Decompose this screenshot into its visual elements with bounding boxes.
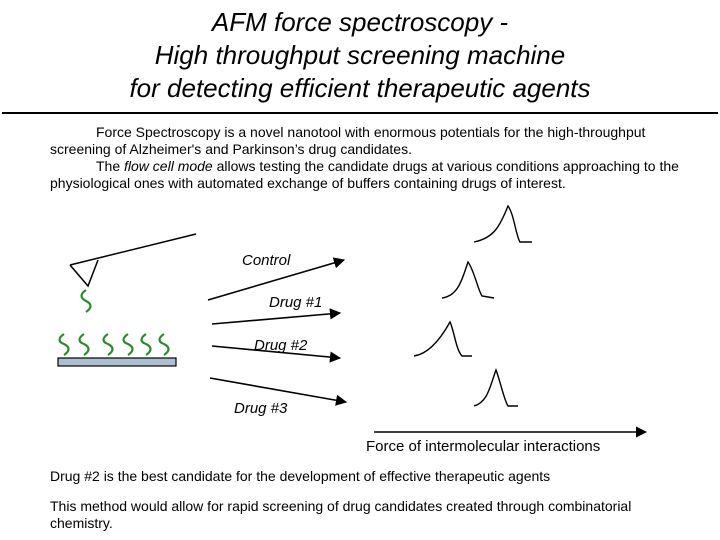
- force-axis-label: Force of intermolecular interactions: [366, 438, 601, 455]
- control-peak: [473, 204, 532, 243]
- drug3-label: Drug #3: [234, 400, 288, 417]
- drug2-label: Drug #2: [254, 337, 308, 354]
- drug1-arrow: [211, 308, 342, 325]
- control-arrow: [207, 257, 346, 301]
- substrate-molecules: [58, 333, 170, 356]
- tip-molecule: [80, 289, 92, 313]
- flow-cell-mode-term: flow cell mode: [124, 158, 213, 174]
- drug3-arrow: [209, 377, 348, 406]
- afm-cantilever: [69, 233, 197, 288]
- intro-paragraph-1: Force Spectroscopy is a novel nanotool w…: [50, 124, 690, 158]
- title-line-1: AFM force spectroscopy -: [211, 7, 509, 37]
- control-label: Control: [242, 252, 291, 269]
- title-line-2: High throughput screening machine: [154, 40, 566, 70]
- title-line-3: for detecting efficient therapeutic agen…: [129, 73, 591, 103]
- drug2-arrow: [211, 345, 342, 363]
- title-divider: [2, 112, 718, 114]
- drug2-peak: [413, 320, 472, 357]
- condition-arrows: [207, 257, 348, 406]
- conclusion-text: Drug #2 is the best candidate for the de…: [50, 468, 551, 484]
- intro-text: Force Spectroscopy is a novel nanotool w…: [50, 124, 690, 192]
- slide-title: AFM force spectroscopy - High throughput…: [0, 6, 720, 105]
- intro-paragraph-1-text: Force Spectroscopy is a novel nanotool w…: [50, 124, 646, 157]
- drug1-peak: [441, 260, 495, 299]
- intro-paragraph-2-post: allows testing the candidate drugs at va…: [50, 158, 679, 191]
- force-peaks: [413, 204, 532, 407]
- closing-text: This method would allow for rapid screen…: [50, 498, 632, 531]
- intro-paragraph-2: The flow cell mode allows testing the ca…: [50, 158, 690, 192]
- intro-paragraph-2-pre: The: [96, 158, 125, 174]
- drug3-peak: [473, 368, 518, 407]
- substrate: [57, 357, 177, 367]
- drug1-label: Drug #1: [269, 294, 323, 311]
